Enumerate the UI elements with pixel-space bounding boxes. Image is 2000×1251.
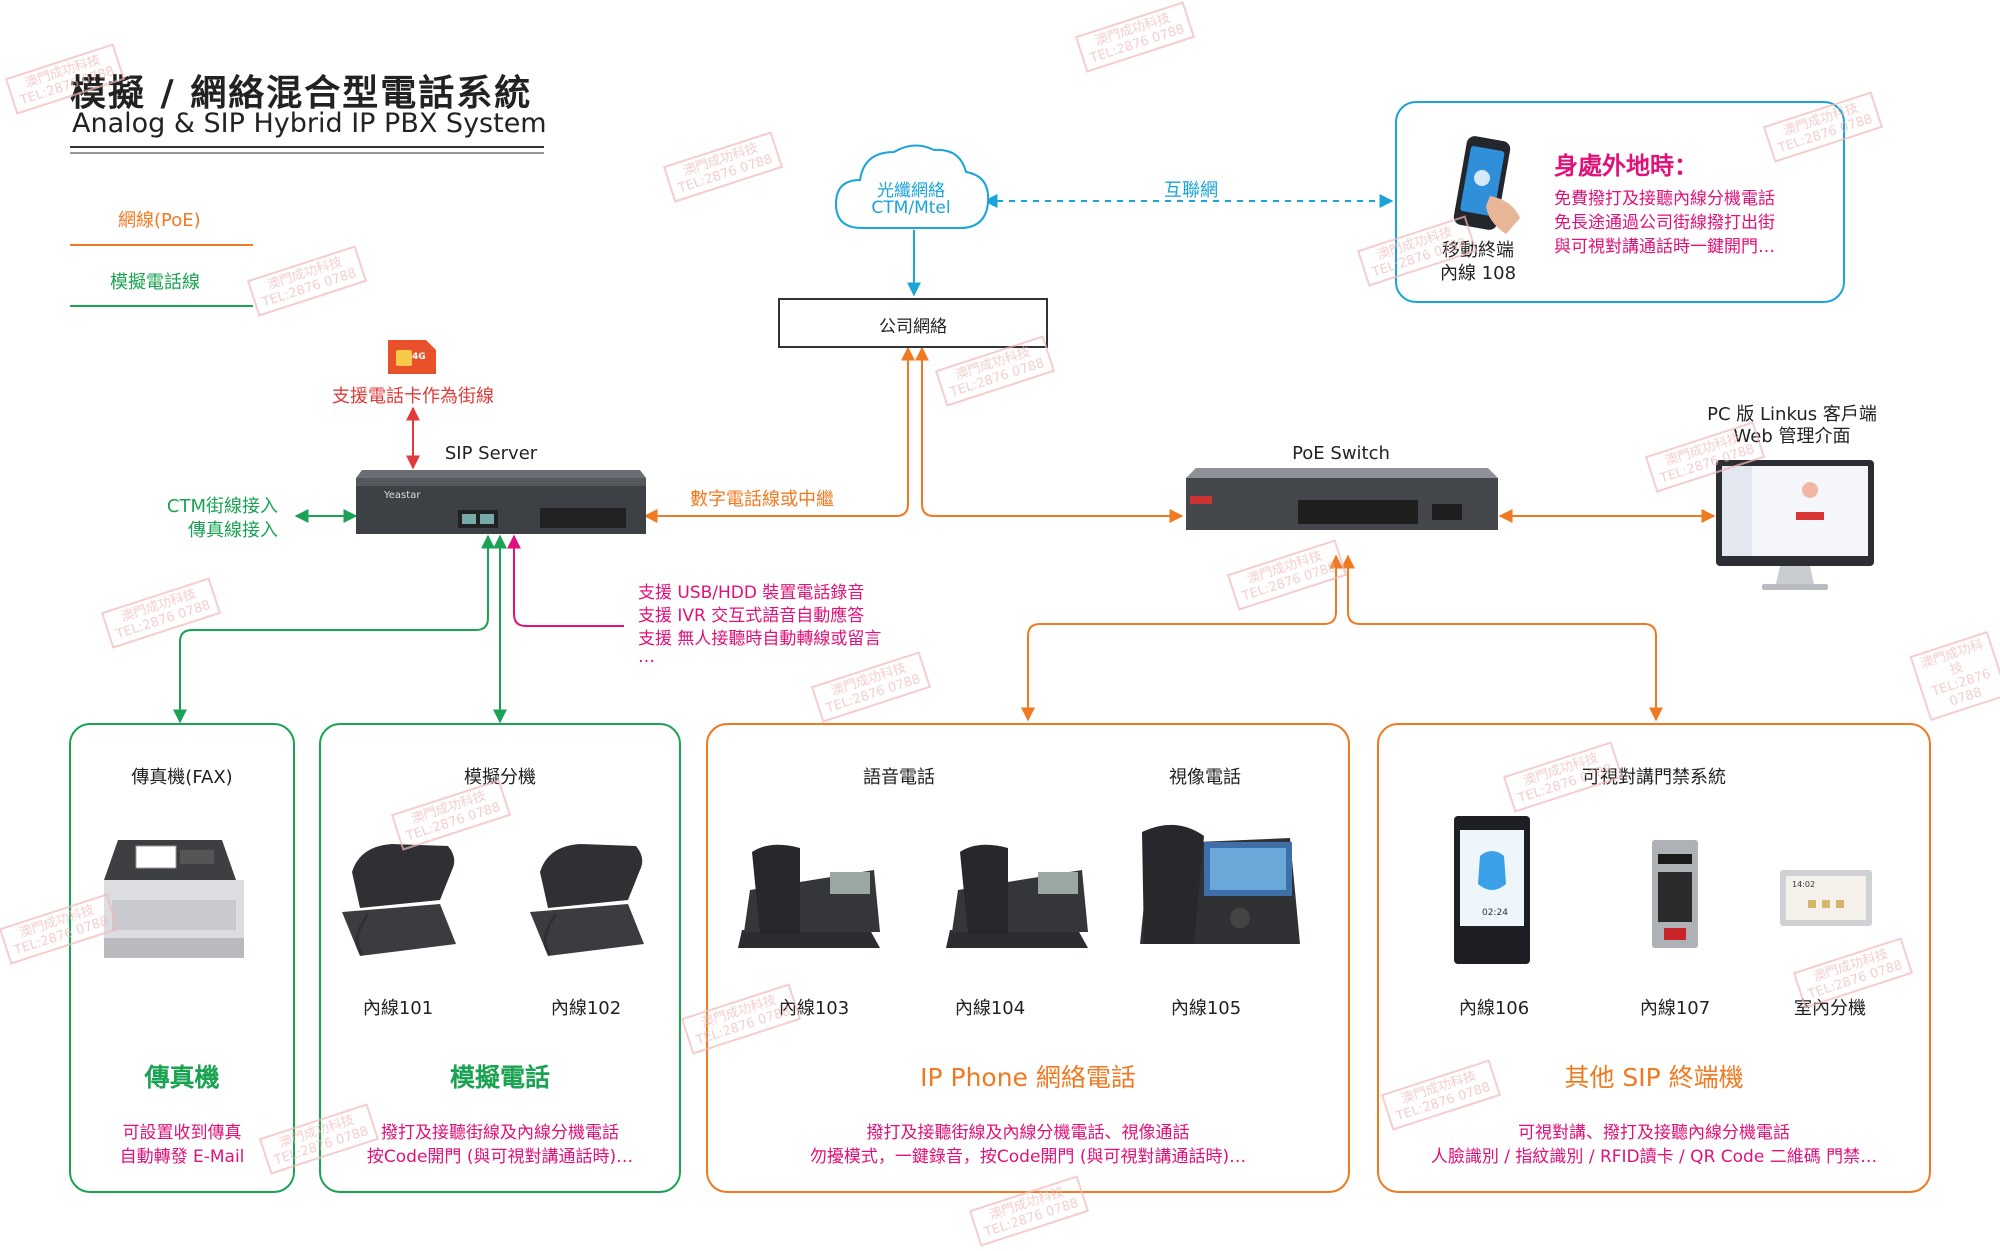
ip-ext-103: 內線103 — [778, 998, 850, 1019]
sip-ext-indoor: 室內分機 — [1794, 998, 1866, 1019]
mobile-info-box — [1395, 101, 1845, 303]
pc-client-label-2: Web 管理介面 — [1733, 426, 1851, 447]
sip-box-title: 其他 SIP 終端機 — [1564, 1063, 1744, 1092]
sip-ext-106: 內線106 — [1458, 998, 1530, 1019]
feature-2: 支援 IVR 交互式語音自動應答 — [638, 606, 865, 626]
sip-desc-2: 人臉識別 / 指紋識別 / RFID讀卡 / QR Code 二維碼 門禁… — [1430, 1147, 1878, 1167]
company-network-box — [778, 298, 1048, 348]
mobile-caption-2: 內線 108 — [1439, 263, 1517, 284]
analog-ext-102: 內線102 — [550, 998, 622, 1019]
legend-poe-label: 網線(PoE) — [118, 210, 201, 231]
poe-switch-device — [1186, 468, 1498, 530]
panel-time: 02:24 — [1482, 908, 1508, 918]
fax-desc-2: 自動轉發 E-Mail — [119, 1147, 245, 1167]
indoor-time: 14:02 — [1792, 880, 1816, 889]
mobile-phone-device — [1453, 136, 1520, 234]
mobile-line-3: 與可視對講通話時一鍵開門… — [1554, 237, 1775, 257]
analog-desc-1: 撥打及接聽街線及內線分機電話 — [381, 1123, 619, 1143]
analog-phone-102-device — [530, 844, 644, 956]
analog-ext-101: 內線101 — [362, 998, 434, 1019]
feature-4: … — [638, 647, 655, 667]
ip-desc-1: 撥打及接聽街線及內線分機電話、視像通話 — [866, 1123, 1190, 1143]
internet-label: 互聯網 — [1164, 180, 1218, 201]
cloud-shape — [834, 144, 990, 229]
mobile-heading: 身處外地時： — [1554, 152, 1698, 180]
server-to-fax-line — [173, 534, 495, 724]
ip-box-title: IP Phone 網絡電話 — [920, 1063, 1136, 1092]
ip-video-label: 視像電話 — [1169, 767, 1241, 788]
ip-ext-105: 內線105 — [1170, 998, 1242, 1019]
ip-phone-box — [706, 723, 1350, 1193]
switch-to-ipphone-line — [1021, 554, 1343, 722]
feature-1: 支援 USB/HDD 裝置電話錄音 — [638, 583, 865, 603]
mobile-caption-1: 移動終端 — [1442, 240, 1514, 261]
sim-label: 支援電話卡作為街線 — [332, 386, 494, 407]
digital-trunk-label: 數字電話線或中繼 — [690, 489, 834, 510]
face-access-panel-device — [1454, 816, 1530, 964]
sip-device-label: 可視對講門禁系統 — [1582, 767, 1726, 788]
fax-desc-1: 可設置收到傳真 — [122, 1123, 242, 1143]
mobile-line-2: 免長途通過公司街線撥打出街 — [1554, 213, 1775, 233]
analog-phone-101-device — [342, 844, 456, 956]
sim-card-icon — [388, 340, 436, 374]
title-zh: 模擬 / 網絡混合型電話系統 — [70, 73, 533, 114]
sip-devices-box — [1377, 723, 1931, 1193]
cloud-label-line2: CTM/Mtel — [871, 198, 951, 218]
video-phone-105-device — [1140, 824, 1300, 944]
ip-phone-104-device — [946, 844, 1088, 948]
analog-device-label: 模擬分機 — [464, 767, 536, 788]
keypad-access-device — [1652, 840, 1698, 948]
server-features-line — [507, 534, 624, 627]
sip-server-label: SIP Server — [444, 443, 538, 464]
sip-server-brand: Yeastar — [384, 490, 421, 501]
fax-box-title: 傳真機 — [144, 1063, 220, 1092]
analog-desc-2: 按Code開門 (與可視對講通話時)… — [366, 1147, 634, 1167]
ip-voice-label: 語音電話 — [863, 767, 935, 788]
network-to-switch-line — [915, 346, 1184, 523]
fax-device-label: 傳真機(FAX) — [131, 767, 233, 788]
server-to-network-line — [643, 346, 915, 523]
indoor-monitor-device — [1780, 870, 1872, 926]
ctm-lines-label-1: CTM街線接入 — [166, 496, 278, 517]
sip-desc-1: 可視對講、撥打及接聽內線分機電話 — [1518, 1123, 1790, 1143]
company-network-label: 公司網絡 — [879, 317, 947, 337]
cloud-label-line1: 光纖網絡 — [877, 181, 945, 201]
mobile-line-1: 免費撥打及接聽內線分機電話 — [1554, 189, 1775, 209]
ip-ext-104: 內線104 — [954, 998, 1026, 1019]
feature-3: 支援 無人接聽時自動轉線或留言 — [638, 629, 882, 649]
sim-4g-badge: 4G — [412, 352, 426, 362]
analog-box — [319, 723, 681, 1193]
sip-ext-107: 內線107 — [1639, 998, 1711, 1019]
ctm-lines-label-2: 傳真線接入 — [188, 520, 278, 541]
fax-box — [69, 723, 295, 1193]
ip-desc-2: 勿擾模式，一鍵錄音，按Code開門 (與可視對講通話時)… — [809, 1147, 1247, 1167]
ip-phone-103-device — [738, 844, 880, 948]
title-en: Analog & SIP Hybrid IP PBX System — [72, 108, 547, 139]
sip-server-device — [356, 470, 646, 534]
poe-switch-label: PoE Switch — [1292, 443, 1390, 464]
pc-monitor-device — [1716, 460, 1874, 590]
analog-box-title: 模擬電話 — [449, 1063, 551, 1092]
switch-to-sip-devices-line — [1341, 554, 1663, 722]
legend-analog-label: 模擬電話線 — [110, 272, 200, 293]
fax-machine-device — [104, 840, 244, 958]
pc-client-label-1: PC 版 Linkus 客戶端 — [1707, 404, 1877, 425]
